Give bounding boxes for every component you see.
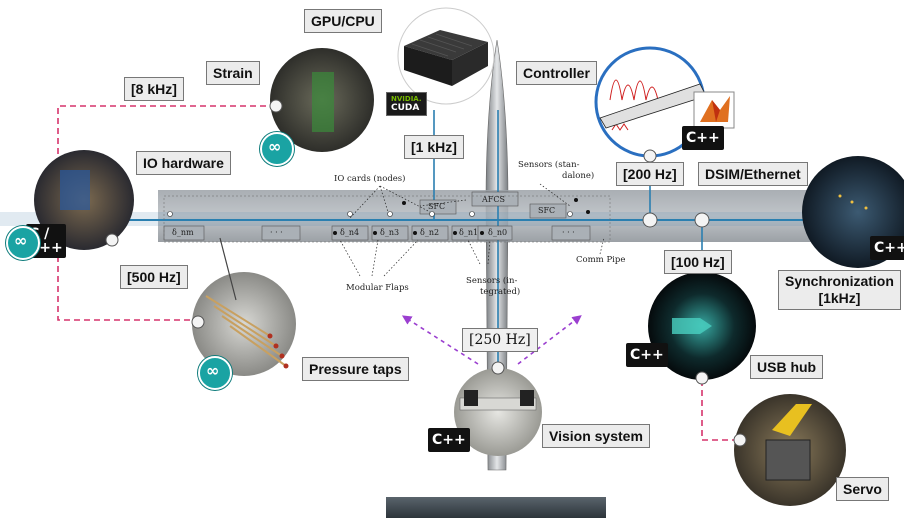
gpu-cpu-label: GPU/CPU: [304, 9, 382, 33]
vision-system-label: Vision system: [542, 424, 650, 448]
arduino-symbol: ∞: [268, 137, 282, 156]
flap-node-n4: δ_n4: [340, 228, 360, 237]
modular-flaps-annotation: Modular Flaps: [346, 283, 409, 293]
flap-nodes: [163, 191, 591, 241]
cpp-badge-controller: C++: [682, 126, 724, 150]
sfc-tag-right: SFC: [538, 206, 556, 215]
dsim-ethernet-label: DSIM/Ethernet: [698, 162, 808, 186]
nvidia-cuda-icon: NVIDIA. CUDA: [386, 92, 427, 116]
servo-label: Servo: [836, 477, 889, 501]
sensors-standalone-annotation: Sensors (stan- dalone): [518, 160, 594, 182]
controller-label: Controller: [516, 61, 597, 85]
afcs-tag: AFCS: [482, 195, 505, 204]
rate-200hz-label: [200 Hz]: [616, 162, 684, 186]
arduino-symbol: ∞: [206, 361, 220, 380]
flap-node-n0: δ_n0: [488, 228, 508, 237]
usb-hub-label: USB hub: [750, 355, 824, 379]
arduino-icon: ∞: [260, 132, 294, 166]
synchronization-label: Synchronization [1kHz]: [778, 270, 901, 310]
flap-node-n2: δ_n2: [420, 228, 440, 237]
cuda-text: CUDA: [391, 103, 420, 113]
sensors-integrated-line1: Sensors (in-: [466, 276, 518, 286]
rate-8khz-label: [8 kHz]: [124, 77, 184, 101]
flap-node-nm: δ_nm: [172, 228, 194, 237]
arduino-icon: ∞: [198, 356, 232, 390]
arduino-symbol: ∞: [14, 231, 28, 250]
pressure-taps-label: Pressure taps: [302, 357, 409, 381]
synchronization-rate: [1kHz]: [818, 290, 861, 306]
sensors-integrated-line2: tegrated): [480, 287, 521, 297]
matlab-icon: [693, 91, 735, 129]
sensors-standalone-line1: Sensors (stan-: [518, 160, 580, 170]
rate-500hz-label: [500 Hz]: [120, 265, 188, 289]
nvidia-vendor-text: NVIDIA.: [391, 95, 422, 103]
cpp-badge-vision: C++: [428, 428, 470, 452]
strain-label: Strain: [206, 61, 260, 85]
synchronization-title: Synchronization: [785, 273, 894, 289]
io-hardware-label: IO hardware: [136, 151, 231, 175]
cpp-badge-usb: C++: [626, 343, 668, 367]
flap-node-ellipsis-right: · · ·: [562, 228, 575, 237]
rate-250hz-label: [250 Hz]: [462, 328, 538, 352]
tail-plane: [386, 497, 606, 518]
sensors-integrated-annotation: Sensors (in- tegrated): [466, 276, 520, 298]
pressure-taps-image: [192, 272, 296, 376]
rate-1khz-label: [1 kHz]: [404, 135, 464, 159]
cpp-badge-sync: C++: [870, 236, 904, 260]
sensors-standalone-line2: dalone): [562, 171, 595, 181]
gpu-icon: [404, 30, 488, 86]
rate-100hz-label: [100 Hz]: [664, 250, 732, 274]
io-cards-annotation: IO cards (nodes): [334, 174, 406, 184]
arduino-icon: ∞: [6, 226, 40, 260]
sfc-tag-left: SFC: [428, 202, 446, 211]
flap-node-n3: δ_n3: [380, 228, 400, 237]
flap-node-ellipsis-left: · · ·: [270, 228, 283, 237]
comm-pipe-annotation: Comm Pipe: [576, 255, 626, 265]
flap-node-n1: δ_n1: [459, 228, 479, 237]
fuselage: [485, 39, 509, 471]
